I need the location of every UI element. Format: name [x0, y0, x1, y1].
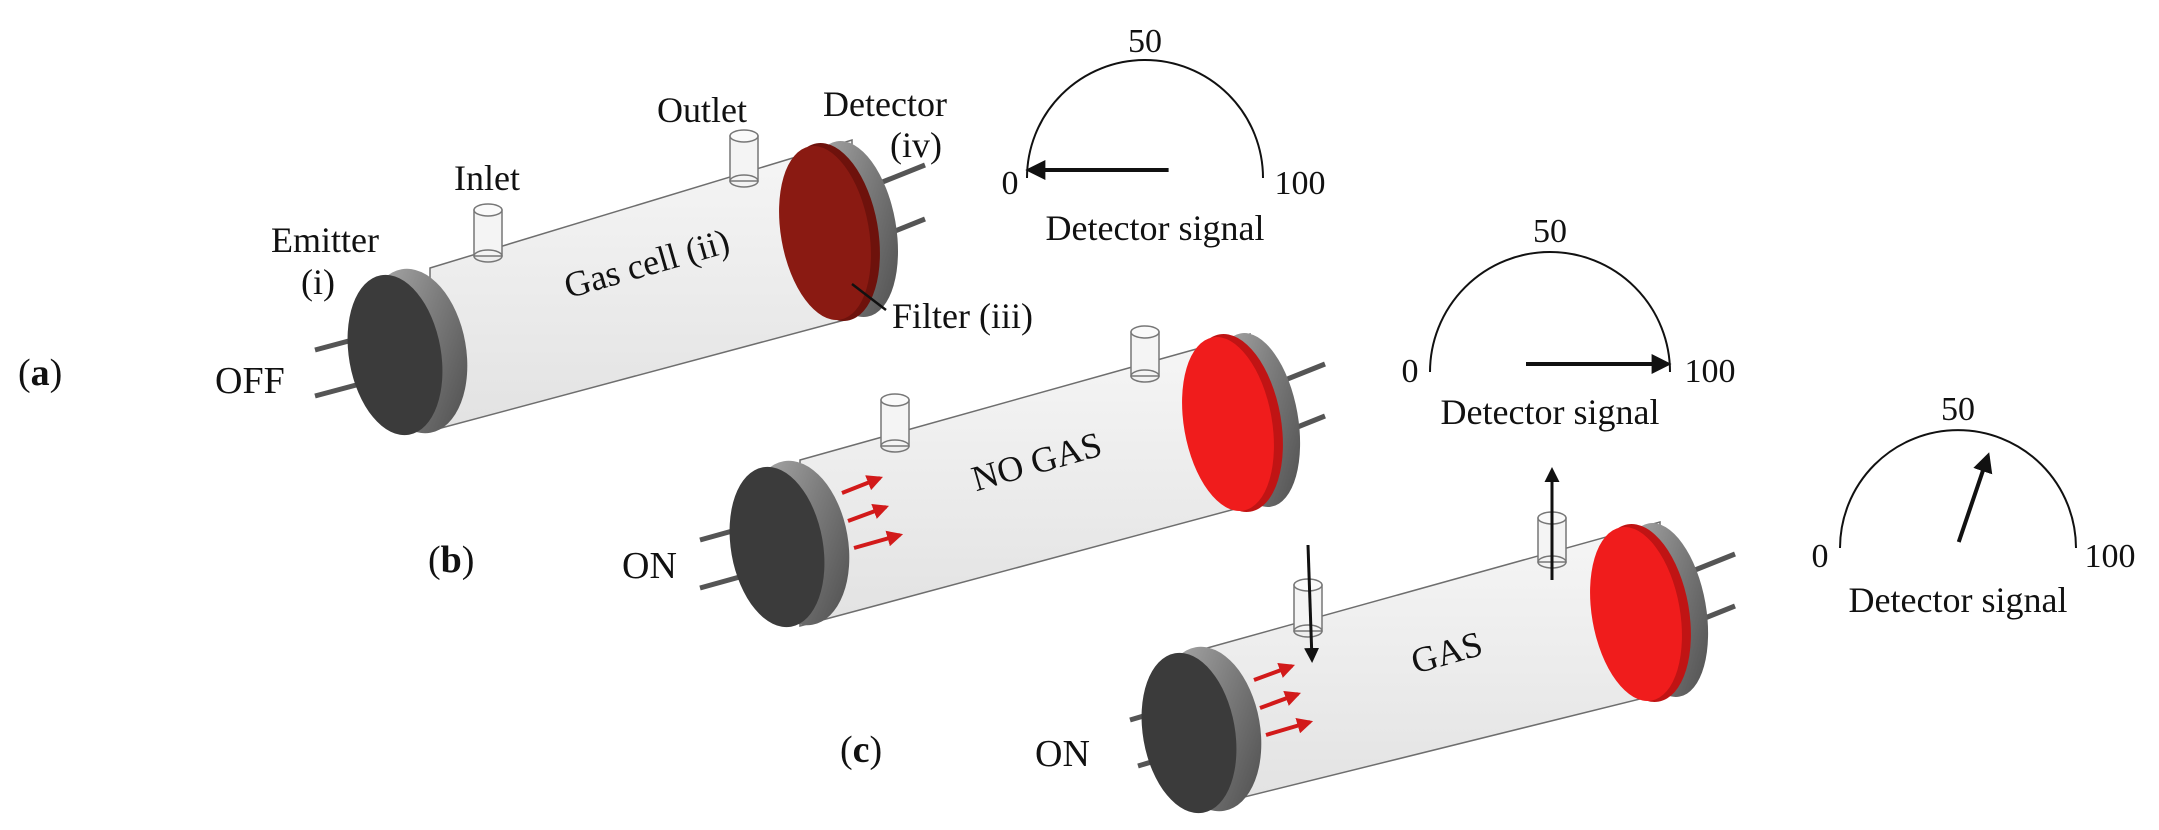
- panel-b: (b): [428, 213, 1736, 628]
- gas-in-arrow: [1304, 544, 1320, 663]
- filter-disc: [1590, 527, 1682, 701]
- filter-disc: [1182, 337, 1274, 511]
- inlet-tube: [880, 393, 910, 453]
- meter-max-label: 100: [2085, 538, 2136, 575]
- gas-cell-b: NO GAS: [699, 325, 1326, 628]
- outlet-tube: [729, 129, 759, 188]
- ir-rays: [1253, 662, 1314, 737]
- panel-b-label: (b): [428, 539, 474, 581]
- gas-cell-a: Gas cell (ii): [314, 129, 926, 436]
- panel-c-label: (c): [840, 729, 882, 771]
- emitter-state: OFF: [215, 360, 285, 402]
- filter-disc: [779, 146, 871, 320]
- ir-ray-arrow: [1265, 717, 1314, 737]
- outlet-tube: [1130, 325, 1160, 383]
- inlet-callout: Inlet: [454, 158, 520, 198]
- emitter-state: ON: [1035, 733, 1090, 775]
- ir-ray-arrow: [1253, 662, 1296, 682]
- signal-meter-a: 0 50 100 Detector signal: [1002, 23, 1326, 248]
- detector-callout: Detector: [823, 84, 947, 124]
- emitter-callout: Emitter: [271, 220, 379, 260]
- meter-needle: [1956, 452, 1993, 543]
- filter-leader-line: [851, 283, 887, 311]
- emitter-state: ON: [622, 545, 677, 587]
- emitter-number: (i): [301, 262, 335, 302]
- ir-rays: [841, 475, 904, 550]
- emitter-face: [347, 274, 443, 436]
- meter-mid-label: 50: [1533, 213, 1567, 250]
- meter-caption: Detector signal: [1441, 392, 1660, 432]
- meter-mid-label: 50: [1128, 23, 1162, 60]
- meter-arc: [1026, 59, 1264, 179]
- meter-mid-label: 50: [1941, 391, 1975, 428]
- panel-a: (a): [18, 23, 1326, 436]
- detector-pin: [879, 162, 926, 186]
- signal-meter-b: 0 50 100 Detector signal: [1402, 213, 1736, 432]
- detector-number: (iv): [890, 125, 942, 165]
- meter-min-label: 0: [1402, 353, 1419, 390]
- signal-meter-c: 0 50 100 Detector signal: [1812, 391, 2136, 620]
- emitter-face: [1141, 652, 1237, 814]
- ir-ray-arrow: [853, 530, 904, 550]
- outlet-callout: Outlet: [657, 90, 747, 130]
- panel-c: (c): [840, 391, 2136, 814]
- panel-a-label: (a): [18, 352, 62, 394]
- filter-callout: Filter (iii): [892, 296, 1033, 336]
- inlet-tube: [473, 203, 503, 263]
- meter-arc: [1839, 429, 2077, 549]
- meter-max-label: 100: [1685, 353, 1736, 390]
- meter-caption: Detector signal: [1849, 580, 2068, 620]
- ir-ray-arrow: [847, 503, 890, 523]
- emitter-face: [729, 466, 825, 628]
- meter-max-label: 100: [1275, 165, 1326, 202]
- meter-min-label: 0: [1002, 165, 1019, 202]
- ir-ray-arrow: [1259, 690, 1302, 710]
- gas-cell-c: GAS: [1129, 467, 1736, 814]
- meter-min-label: 0: [1812, 538, 1829, 575]
- detector-pin: [1689, 551, 1736, 575]
- meter-caption: Detector signal: [1046, 208, 1265, 248]
- meter-arc: [1429, 251, 1671, 373]
- ir-ray-arrow: [841, 475, 883, 495]
